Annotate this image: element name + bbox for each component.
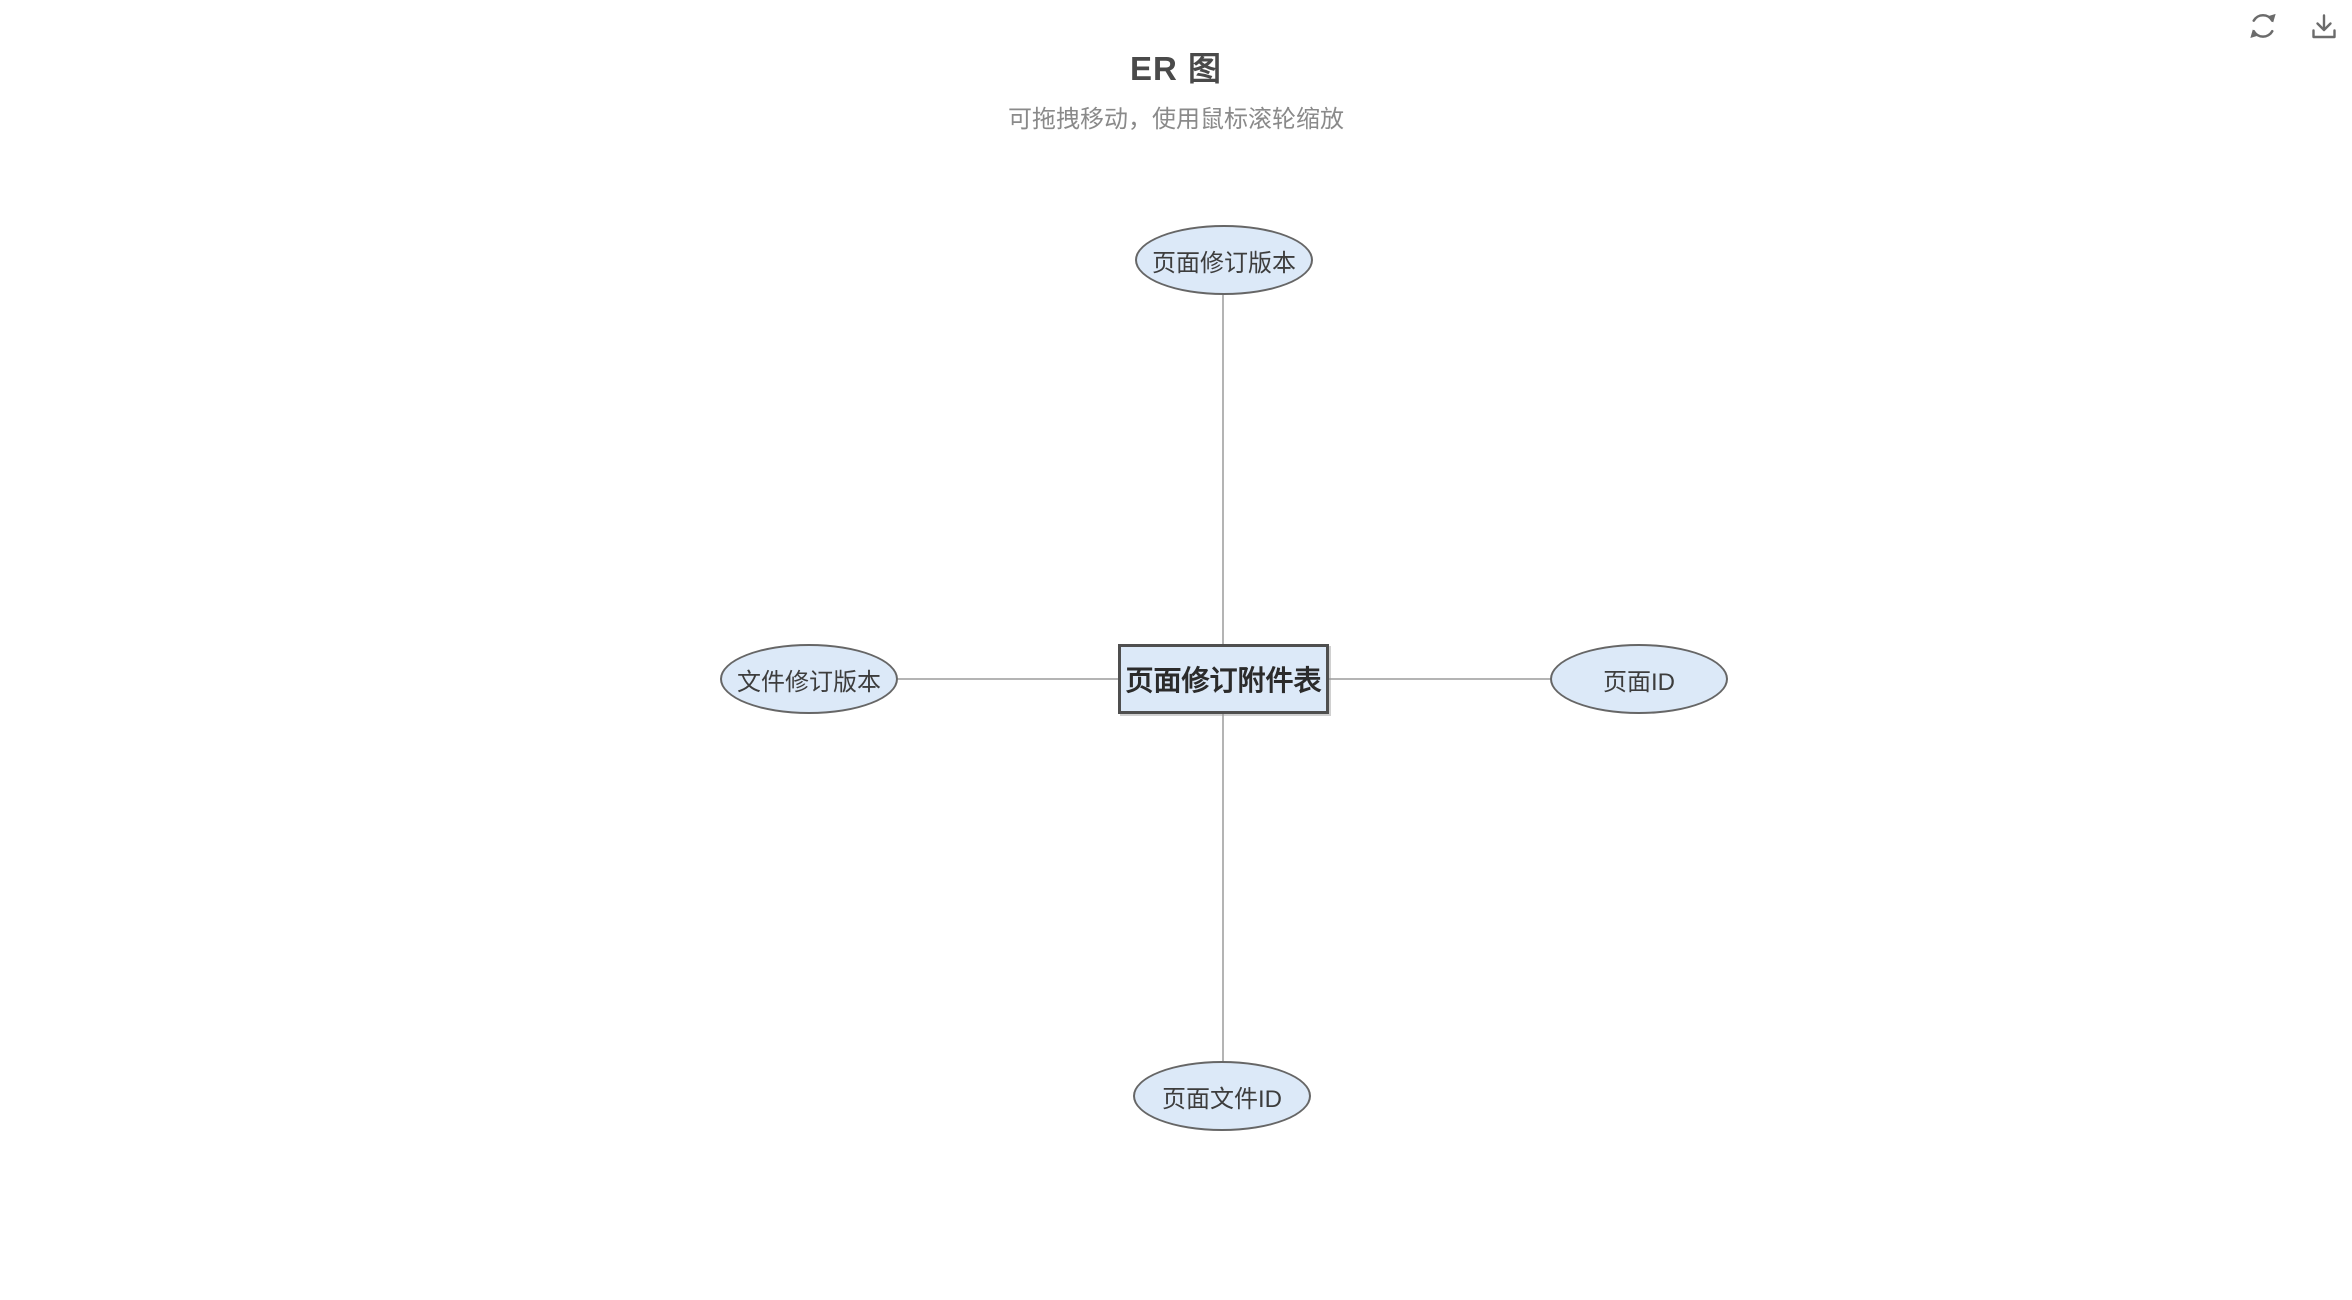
attribute-label: 页面修订版本 xyxy=(1152,249,1296,277)
page-title: ER 图 xyxy=(1129,50,1222,87)
attribute-label: 页面文件ID xyxy=(1162,1085,1282,1113)
attribute-node-right[interactable]: 页面ID xyxy=(1550,644,1728,714)
download-button[interactable] xyxy=(2306,9,2342,45)
toolbar xyxy=(2244,8,2342,46)
refresh-icon xyxy=(2246,13,2280,47)
entity-label: 页面修订附件表 xyxy=(1125,665,1322,696)
attribute-node-bottom[interactable]: 页面文件ID xyxy=(1133,1061,1311,1131)
entity-node[interactable]: 页面修订附件表 xyxy=(1118,644,1329,714)
download-icon xyxy=(2308,14,2340,46)
attribute-node-top[interactable]: 页面修订版本 xyxy=(1135,225,1313,295)
attribute-node-left[interactable]: 文件修订版本 xyxy=(720,644,898,714)
attribute-label: 页面ID xyxy=(1603,668,1675,696)
refresh-button[interactable] xyxy=(2244,8,2282,46)
attribute-label: 文件修订版本 xyxy=(737,668,881,696)
page-subtitle: 可拖拽移动，使用鼠标滚轮缩放 xyxy=(1008,106,1344,133)
